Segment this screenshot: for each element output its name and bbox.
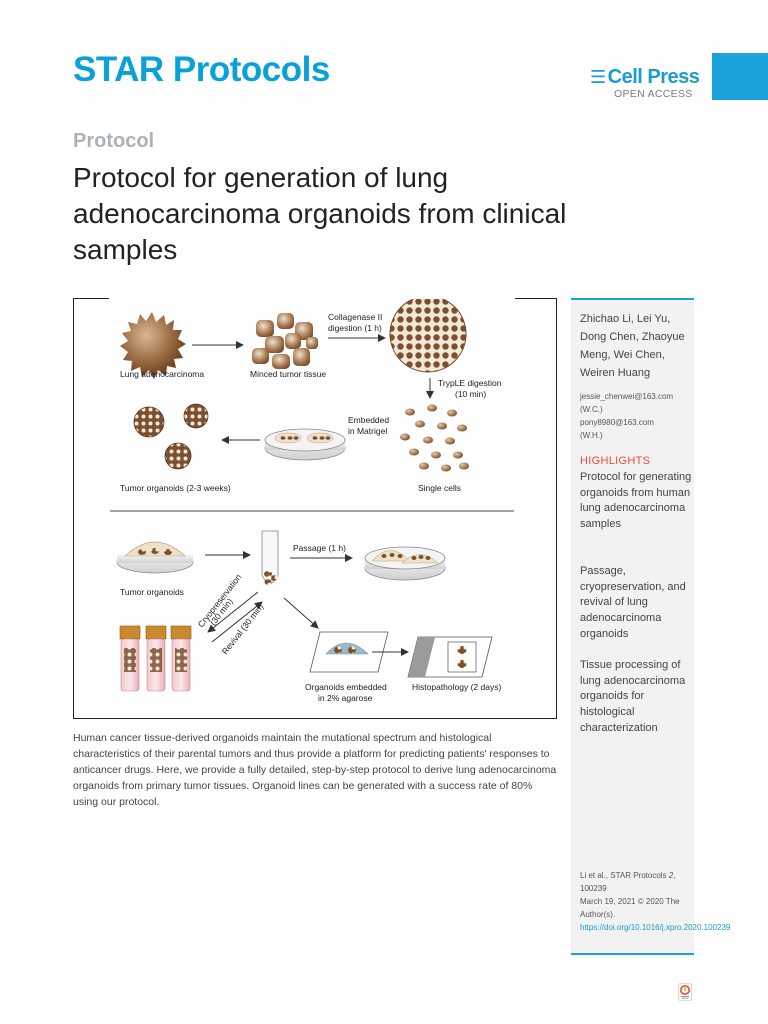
authors-list: Zhichao Li, Lei Yu, Dong Chen, Zhaoyue M… (580, 313, 685, 379)
email-link[interactable]: pony8980@163.com (580, 418, 654, 427)
journal-name: STAR Protocols (73, 50, 330, 89)
matrigel-dish-illustration (264, 428, 346, 461)
abstract-text: Human cancer tissue-derived organoids ma… (73, 732, 557, 808)
label-collagenase-2: digestion (1 h) (328, 323, 382, 333)
email-link[interactable]: jessie_chenwei@163.com (580, 392, 674, 401)
agarose-slide-illustration (309, 631, 389, 673)
label-embedded-1: Embedded (348, 415, 389, 425)
article-title: Protocol for generation of lung adenocar… (73, 162, 567, 265)
lung-tumor-illustration (120, 312, 186, 379)
single-cells-illustration (400, 404, 469, 472)
highlight-item: Passage, cryopreservation, and revival o… (580, 565, 686, 640)
open-access-label: OPEN ACCESS (614, 88, 693, 100)
graphical-abstract: Lung adenocarcinoma Minced tumor tissue … (110, 299, 514, 703)
label-histopathology: Histopathology (2 days) (412, 682, 501, 692)
citation-block: Li et al., STAR Protocols 2, 100239 Marc… (580, 869, 730, 934)
passaged-dish-illustration (364, 546, 446, 581)
label-tryple-1: TrypLE digestion (438, 378, 502, 388)
citation-article-no: , 100239 (580, 871, 676, 893)
cryovials-illustration (119, 625, 192, 692)
label-organoids-weeks: Tumor organoids (2-3 weeks) (120, 483, 231, 493)
cell-press-tab (712, 53, 768, 100)
label-collagenase-1: Collagenase II (328, 312, 382, 322)
citation-volume: 2 (668, 871, 674, 880)
label-tumor-organoids: Tumor organoids (120, 587, 184, 597)
check-for-updates-icon[interactable] (678, 983, 692, 1001)
cell-press-mark-icon: ☰ (590, 67, 606, 87)
minced-tissue-illustration (252, 313, 318, 369)
label-lung: Lung adenocarcinoma (120, 369, 204, 379)
label-agarose-2: in 2% agarose (318, 693, 373, 703)
article-type: Protocol (73, 130, 155, 152)
doi-link[interactable]: https://doi.org/10.1016/j.xpro.2020.1002… (580, 923, 731, 932)
organoid-dish-illustration (116, 541, 194, 574)
cell-press-logo[interactable]: ☰Cell Press (590, 66, 700, 89)
centrifuge-tube-illustration (261, 530, 279, 585)
email-initials: (W.H.) (580, 431, 603, 440)
email-initials: (W.C.) (580, 405, 603, 414)
digested-tissue-illustration (389, 299, 467, 373)
highlights-heading: HIGHLIGHTS (580, 455, 651, 467)
highlight-item: Tissue processing of lung adenocarcinoma… (580, 659, 686, 734)
highlight-item: Protocol for generating organoids from h… (580, 471, 692, 531)
label-minced: Minced tumor tissue (250, 369, 326, 379)
publisher-name: Cell Press (607, 66, 700, 88)
sidebar-panel (571, 298, 694, 955)
histology-slide-illustration (407, 636, 493, 678)
label-embedded-2: in Matrigel (348, 426, 387, 436)
label-passage: Passage (1 h) (293, 543, 346, 553)
citation-date: March 19, 2021 © 2020 The Author(s). (580, 897, 680, 919)
tumor-organoids-illustration (133, 403, 209, 470)
label-agarose-1: Organoids embedded (305, 682, 387, 692)
label-tryple-2: (10 min) (455, 389, 486, 399)
label-single-cells: Single cells (418, 483, 461, 493)
correspondence: jessie_chenwei@163.com (W.C.) pony8980@1… (580, 390, 690, 442)
citation-authors: Li et al., STAR Protocols (580, 871, 669, 880)
